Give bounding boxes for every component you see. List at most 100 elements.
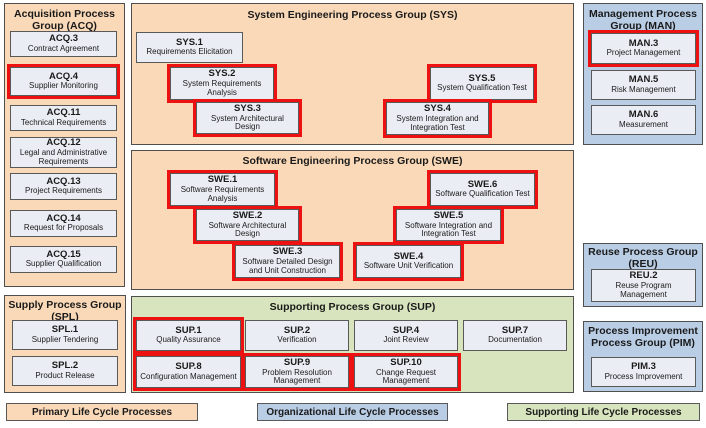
process-label: Configuration Management [140, 371, 237, 381]
process-id: SYS.1 [176, 36, 203, 48]
process-box-swe5: SWE.5 Software Integration and Integrati… [393, 206, 504, 244]
process-id: ACQ.12 [46, 137, 81, 149]
process-box-acq4: ACQ.4 Supplier Monitoring [7, 64, 120, 99]
process-id: SPL.2 [51, 360, 79, 372]
process-label: Supplier Tendering [31, 334, 99, 344]
process-box-man3: MAN.3 Project Management [588, 30, 699, 67]
process-box-sup4: SUP.4 Joint Review [354, 320, 458, 351]
process-label: Software Detailed Design and Unit Constr… [242, 257, 333, 275]
process-id: SUP.1 [175, 324, 202, 336]
group-man-title: Management Process Group (MAN) [589, 8, 697, 33]
process-id: SUP.10 [390, 356, 422, 368]
process-label: Product Release [35, 370, 95, 380]
process-label: Joint Review [383, 335, 429, 345]
process-id: ACQ.13 [46, 175, 81, 187]
process-id: ACQ.3 [48, 33, 79, 45]
legend-primary: Primary Life Cycle Processes [6, 403, 198, 421]
process-id: SUP.7 [501, 324, 529, 336]
process-label: System Requirements Analysis [182, 79, 262, 97]
process-label: Request for Proposals [23, 223, 104, 233]
process-label: Legal and Administrative Requirements [19, 148, 108, 166]
process-box-reu2: REU.2 Reuse Program Management [591, 269, 696, 302]
process-id: ACQ.11 [46, 107, 81, 119]
process-box-man6: MAN.6 Measurement [591, 105, 696, 135]
process-id: SYS.5 [468, 72, 496, 84]
legend-supporting: Supporting Life Cycle Processes [507, 403, 700, 421]
process-label: Risk Management [611, 84, 676, 94]
process-box-acq14: ACQ.14 Request for Proposals [10, 210, 117, 237]
process-box-pim3: PIM.3 Process Improvement [591, 357, 696, 387]
process-label: Requirements Elicitation [146, 47, 233, 57]
process-id: SYS.3 [234, 102, 261, 114]
process-label: Software Integration and Integration Tes… [404, 220, 493, 239]
process-id: PIM.3 [631, 361, 656, 373]
process-box-swe3: SWE.3 Software Detailed Design and Unit … [232, 242, 343, 281]
process-label: Process Improvement [604, 371, 683, 381]
group-sys-title: System Engineering Process Group (SYS) [247, 9, 458, 21]
process-id: MAN.5 [628, 74, 659, 86]
process-label: Change Request Management [375, 367, 437, 386]
process-box-man5: MAN.5 Risk Management [591, 70, 696, 100]
group-reu-title: Reuse Process Group (REU) [588, 246, 698, 271]
process-box-swe2: SWE.2 Software Architectural Design [193, 206, 302, 244]
process-box-spl2: SPL.2 Product Release [12, 356, 118, 386]
process-id: SPL.1 [51, 324, 79, 336]
process-id: ACQ.15 [46, 248, 81, 260]
process-label: Software Architectural Design [208, 220, 287, 239]
process-box-sup1: SUP.1 Quality Assurance [133, 317, 244, 354]
legend-organizational: Organizational Life Cycle Processes [257, 403, 448, 421]
group-sup-title: Supporting Process Group (SUP) [269, 301, 436, 313]
group-pim-title: Process Improvement Process Group (PIM) [588, 325, 698, 350]
process-box-sup8: SUP.8 Configuration Management [133, 353, 244, 391]
process-id: SWE.6 [467, 178, 498, 190]
process-label: Contract Agreement [27, 43, 100, 53]
process-label: Software Requirements Analysis [180, 185, 265, 203]
process-box-swe4: SWE.4 Software Unit Verification [353, 242, 464, 281]
process-box-sys1: SYS.1 Requirements Elicitation [136, 32, 243, 63]
process-box-acq12: ACQ.12 Legal and Administrative Requirem… [10, 137, 117, 168]
process-label: System Integration and Integration Test [396, 114, 479, 132]
process-id: MAN.3 [628, 37, 659, 49]
process-id: ACQ.14 [46, 212, 81, 224]
process-box-acq11: ACQ.11 Technical Requirements [10, 105, 117, 131]
process-box-sys4: SYS.4 System Integration and Integration… [383, 99, 492, 138]
process-id: SWE.5 [433, 209, 464, 221]
process-label: Problem Resolution Management [262, 367, 332, 386]
process-id: SWE.4 [393, 250, 424, 262]
process-id: SUP.2 [283, 324, 311, 336]
process-label: System Architectural Design [211, 113, 284, 132]
process-label: Software Unit Verification [363, 261, 454, 271]
process-label: Quality Assurance [156, 335, 221, 345]
process-box-sup10: SUP.10 Change Request Management [351, 353, 461, 391]
process-box-swe1: SWE.1 Software Requirements Analysis [167, 170, 278, 209]
process-box-sup9: SUP.9 Problem Resolution Management [242, 353, 352, 391]
process-label: Reuse Program Management [615, 281, 672, 299]
process-label: Measurement [619, 119, 668, 129]
process-id: SUP.9 [283, 356, 311, 368]
process-box-sys3: SYS.3 System Architectural Design [193, 99, 302, 137]
process-label: System Qualification Test [437, 83, 527, 93]
process-box-sys5: SYS.5 System Qualification Test [427, 64, 537, 103]
process-box-swe6: SWE.6 Software Qualification Test [427, 170, 538, 209]
group-acq-title: Acquisition Process Group (ACQ) [14, 8, 115, 33]
process-id: SUP.4 [392, 324, 420, 336]
process-box-acq15: ACQ.15 Supplier Qualification [10, 246, 117, 273]
process-box-sup2: SUP.2 Verification [245, 320, 349, 351]
process-box-acq3: ACQ.3 Contract Agreement [10, 31, 117, 57]
process-label: Verification [277, 335, 317, 345]
process-label: Supplier Monitoring [29, 81, 98, 91]
process-label: Project Management [606, 48, 681, 58]
process-label: Software Qualification Test [435, 189, 530, 199]
process-label: Project Requirements [25, 186, 102, 196]
process-id: SWE.1 [207, 174, 238, 186]
process-label: Documentation [488, 335, 542, 345]
process-id: REU.2 [629, 270, 658, 282]
group-swe-title: Software Engineering Process Group (SWE) [242, 155, 463, 167]
process-id: SWE.2 [232, 209, 263, 221]
process-box-acq13: ACQ.13 Project Requirements [10, 173, 117, 200]
process-id: MAN.6 [628, 109, 659, 121]
process-id: SYS.2 [208, 68, 236, 80]
process-id: SYS.4 [424, 103, 451, 115]
process-id: SUP.8 [175, 361, 202, 373]
